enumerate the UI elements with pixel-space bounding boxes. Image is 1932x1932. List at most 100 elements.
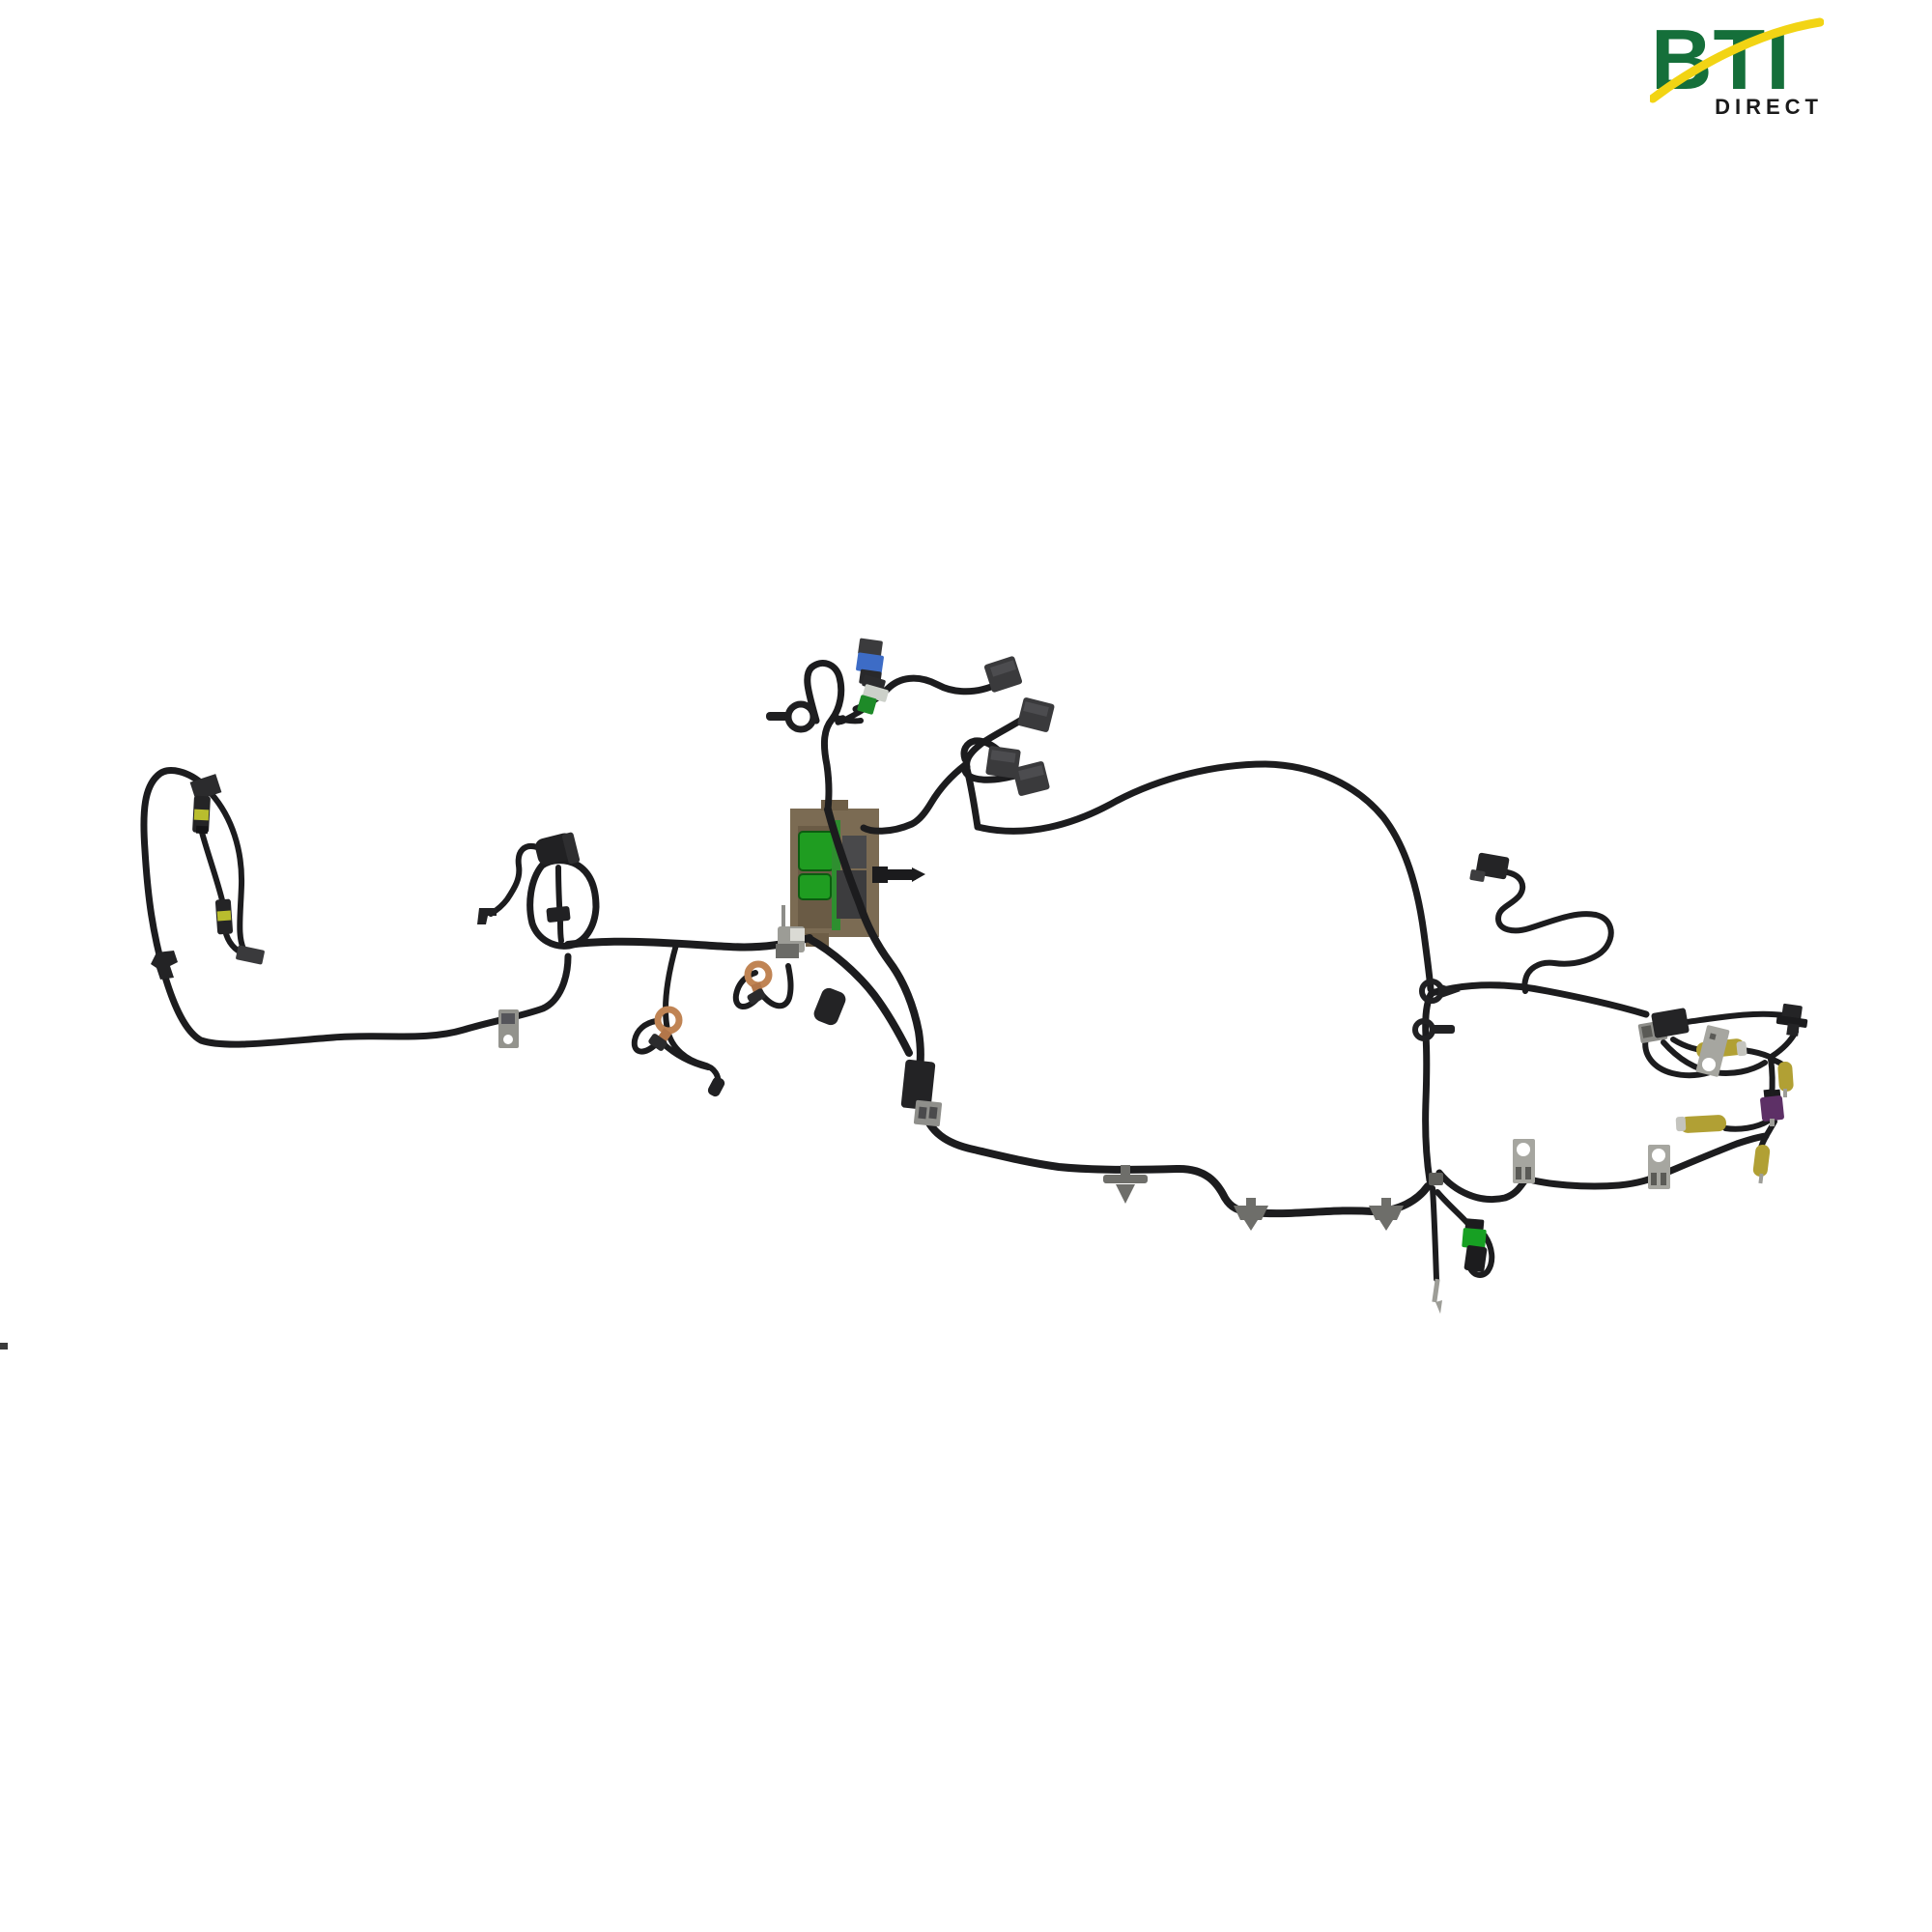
green-sensor-connector-band: [1462, 1228, 1487, 1249]
logo-text-direct: DIRECT: [1715, 95, 1823, 119]
bottom-trunk-wire-2: [1248, 1182, 1432, 1218]
pair-branch-3: [1642, 1035, 1713, 1079]
right-loop-top-run: [1428, 981, 1650, 1018]
center-to-right-link-wire: [974, 760, 1435, 993]
right-loop-bottom-run: [1435, 1132, 1770, 1203]
main-trunk-left: [564, 934, 813, 952]
trunk-bracket-slot: [501, 1013, 515, 1024]
junction-drop-wire: [1430, 1185, 1439, 1282]
module-side-plug-stem: [872, 867, 888, 883]
barrel-oval-loop: [526, 857, 600, 950]
fuse-cylinder-2: [1752, 1145, 1771, 1177]
relay-cube-4-face: [1018, 765, 1044, 781]
push-pin-clip-1-stem: [1121, 1165, 1130, 1182]
blue-connector-top: [858, 638, 883, 658]
push-pin-clip-2-body: [1234, 1206, 1268, 1220]
branch-stub-wire: [663, 942, 722, 1089]
fuse-holder-base: [776, 944, 799, 958]
fuse-holder-pin: [781, 905, 785, 930]
push-pin-clip-3-tip: [1379, 1220, 1393, 1231]
green-sensor-connector-body: [1463, 1245, 1488, 1272]
elbow-connector: [477, 908, 497, 924]
fuse-cylinder-1-pin: [1783, 1089, 1787, 1097]
left-clip-right-wire: [209, 791, 248, 955]
module-side-plug-bar: [885, 869, 916, 880]
amber-resistor-2-cap: [1675, 1116, 1687, 1132]
push-pin-clip-2-stem: [1246, 1198, 1256, 1207]
logo-text-bti: BTI: [1651, 15, 1791, 107]
loop-clip: [546, 906, 571, 923]
relay-cube-2-face: [1023, 701, 1049, 717]
knot-to-purple: [1768, 1056, 1776, 1100]
bottom-run-bracket-2-slot-a: [1651, 1173, 1657, 1185]
ring-terminal-1-sleeve: [648, 1034, 668, 1051]
bottom-connector-slot-2: [928, 1106, 938, 1120]
relay-cube-1-face: [990, 660, 1016, 677]
bottom-connector-slot-1: [918, 1106, 927, 1120]
terminal-pin-tip: [1435, 1300, 1442, 1314]
ring1-loop-wire: [631, 1018, 659, 1055]
module-relay-green-2: [798, 873, 832, 900]
right-loop-stud: [1432, 1025, 1455, 1034]
right-loop-left-wire: [1422, 989, 1435, 1184]
ring-terminal-2-sleeve: [747, 988, 766, 1005]
bottom-run-bracket-1-slot-b: [1525, 1167, 1531, 1179]
fuse-cylinder-1: [1777, 1061, 1794, 1093]
ring2-link-wire: [759, 963, 794, 1009]
module-cross-wire: [824, 806, 924, 1078]
push-pin-clip-3-body: [1369, 1206, 1404, 1220]
purple-to-amber2: [1722, 1118, 1772, 1132]
relay-knot-to-link: [963, 765, 981, 831]
left-edge-mark: [0, 1343, 8, 1350]
bottom-trunk-wire: [920, 1105, 1256, 1216]
right-loop-ring-arrow: [1441, 984, 1461, 998]
bti-logo-graphic: BTI DIRECT: [1650, 15, 1824, 119]
purple-connector: [1760, 1095, 1784, 1122]
right-mount-bracket-dot: [1709, 1033, 1717, 1040]
pair-connector-black: [1651, 1008, 1690, 1038]
relay-knot-down-wire: [860, 761, 969, 835]
blue-connector-band: [856, 652, 884, 674]
left-wing-clip: [151, 951, 178, 980]
squiggle-wire: [1495, 869, 1614, 994]
inline-barrel-flange: [561, 832, 581, 865]
module-side-plug-tip: [912, 867, 925, 882]
bottom-run-bracket-1-hole: [1517, 1143, 1530, 1156]
bottom-run-bracket-1-slot-a: [1516, 1167, 1521, 1179]
trunk-drop-wire: [806, 935, 913, 1057]
barrel-vertical-wire: [555, 865, 564, 944]
pair-connector-gray-slot: [1641, 1025, 1653, 1038]
junction-clip: [1429, 1173, 1443, 1185]
left-sensor-connector-1-band: [193, 809, 210, 821]
barrel-s-wire: [488, 843, 540, 917]
green-connector-loop: [1466, 1233, 1495, 1278]
right-edge-connector-stem: [1786, 1023, 1800, 1037]
module-green-strip: [832, 820, 840, 930]
connector-stub-tip: [834, 715, 847, 725]
left-sensor-connector-2-band: [216, 910, 232, 922]
amber-resistor-1-cap: [1736, 1040, 1747, 1057]
relay-cube-2: [1017, 697, 1055, 732]
push-pin-clip-2-tip: [1244, 1220, 1258, 1231]
bottom-connector-body: [900, 1059, 936, 1111]
purple-connector-tab-a: [1763, 1089, 1772, 1099]
amber-resistor-2: [1679, 1115, 1727, 1133]
harness-ring-clamp: [784, 700, 817, 733]
bti-direct-logo: BTI DIRECT: [1650, 15, 1824, 120]
left-sensor-connector-1-cap: [195, 825, 209, 835]
harness-clamp-rod: [766, 712, 789, 721]
relay-cube-3-face: [990, 750, 1016, 763]
push-pin-clip-1-tip: [1116, 1184, 1135, 1204]
left-mount-clip: [189, 774, 222, 801]
terminal-pin: [1432, 1278, 1440, 1303]
ring-terminal-1: [654, 1006, 683, 1035]
green-sensor-connector-cap: [1464, 1218, 1485, 1231]
ring1-link-wire: [660, 1040, 711, 1070]
logo-swoosh: [1650, 17, 1824, 103]
push-pin-clip-3-stem: [1381, 1198, 1391, 1207]
squiggle-connector-bracket: [1469, 869, 1486, 882]
stub-terminal-cap: [707, 1076, 725, 1097]
bottom-run-bracket-2-hole: [1652, 1149, 1665, 1162]
